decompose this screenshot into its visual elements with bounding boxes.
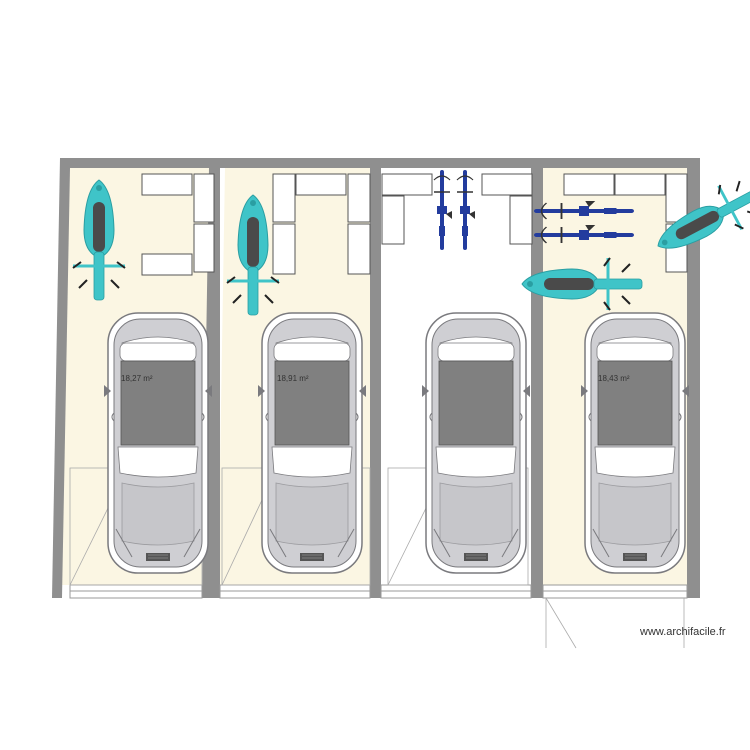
shelf-icon <box>141 173 193 196</box>
room-1-area: 18,27 m² <box>121 374 153 383</box>
shelf-icon <box>141 253 193 276</box>
shelf-icon <box>509 195 533 245</box>
car-icon <box>580 312 690 574</box>
wall-top <box>60 158 700 168</box>
shelf-icon <box>193 223 215 273</box>
area-labels: 18,27 m² 18,91 m² 18,43 m² <box>121 374 630 383</box>
shelf-icon <box>563 173 615 196</box>
shelf-icon <box>347 173 371 223</box>
room-4-area: 18,43 m² <box>598 374 630 383</box>
shelf-icon <box>481 173 533 196</box>
wall-left <box>52 158 70 598</box>
car-icon <box>257 312 367 574</box>
room-2-area: 18,91 m² <box>277 374 309 383</box>
shelf-icon <box>381 173 433 196</box>
shelf-icon <box>272 223 296 275</box>
wall-right <box>687 168 700 598</box>
archifacile-credit[interactable]: www.archifacile.fr <box>640 626 726 638</box>
wall-divider-2 <box>370 168 381 598</box>
shelf-icon <box>381 195 405 245</box>
shelf-icon <box>347 223 371 275</box>
shelf-icon <box>614 173 666 196</box>
shelf-icon <box>193 173 215 223</box>
car-icon <box>421 312 531 574</box>
shelf-icon <box>272 173 296 223</box>
car-icon <box>103 312 213 574</box>
shelf-icon <box>295 173 347 196</box>
shelf-icon <box>665 173 688 223</box>
